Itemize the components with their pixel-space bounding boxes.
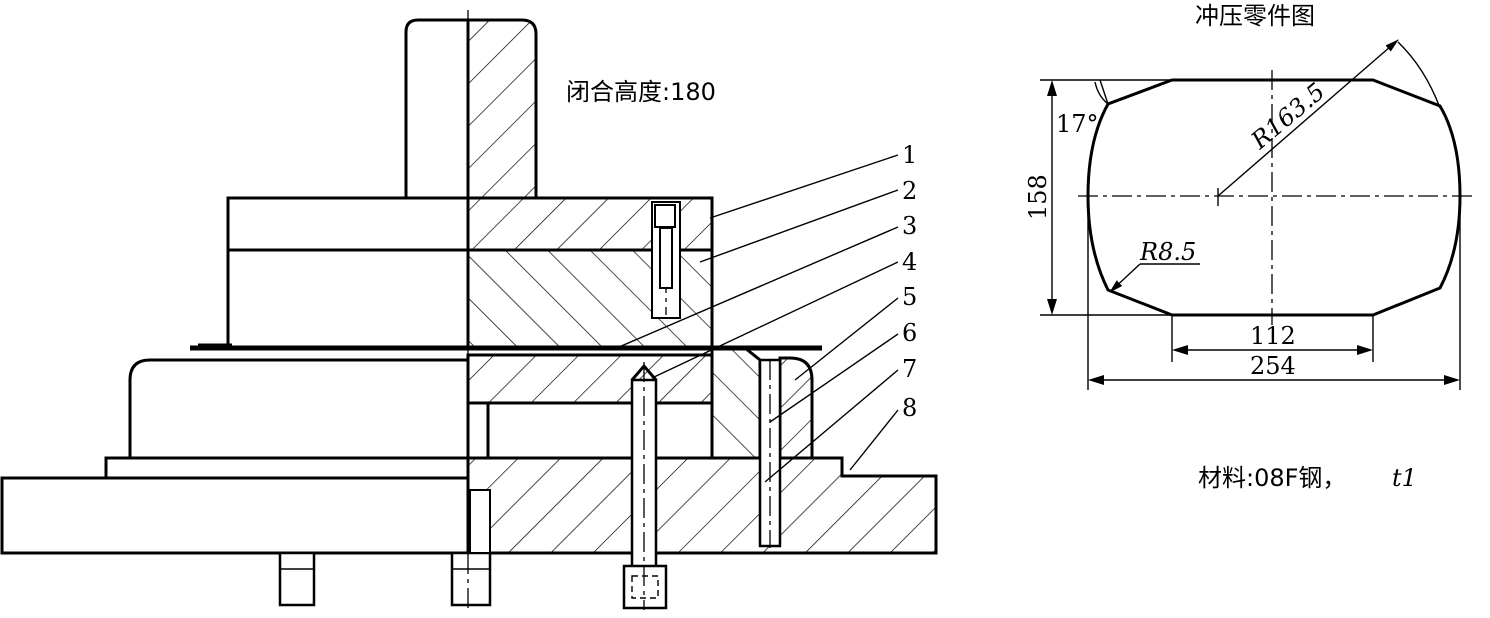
- radius-large-leader: [1217, 39, 1399, 197]
- lower-die-outline: [128, 358, 468, 460]
- radius-small-label: R8.5: [1139, 238, 1196, 266]
- dim-254-arrow-right: [1444, 375, 1460, 385]
- upper-screw-head: [654, 204, 676, 228]
- upper-screw-shank: [659, 227, 673, 289]
- lower-die-base-left: [0, 476, 470, 555]
- center-bolt-nut: [622, 564, 668, 610]
- closed-height-label: 闭合高度:180: [566, 78, 716, 106]
- part-number-3: 3: [902, 212, 917, 240]
- dim-158-arrow-bottom: [1047, 299, 1057, 315]
- upper-die-base: [226, 196, 470, 252]
- lower-step: [104, 456, 470, 480]
- part-number-2: 2: [902, 177, 917, 205]
- part-number-5: 5: [902, 283, 917, 311]
- part-number-6: 6: [902, 319, 917, 347]
- die-assembly: 1 2 3 4 5 6 7 8 闭合高度:180: [0, 10, 938, 610]
- dim-112-arrow-right: [1357, 345, 1373, 355]
- die-shank-section: [466, 18, 538, 200]
- guide-block-section: [778, 356, 814, 460]
- punch-outline: [226, 248, 470, 350]
- angle-leg: [1099, 79, 1109, 105]
- radius-small-leader: [1109, 263, 1141, 293]
- part-drawing-title: 冲压零件图: [1195, 2, 1315, 30]
- die-ring-section: [710, 346, 762, 460]
- dim-112-arrow-left: [1172, 345, 1188, 355]
- material-label: 材料:08F钢，: [1198, 464, 1346, 492]
- angle-label: 17°: [1056, 110, 1099, 138]
- part-leaders: [611, 154, 899, 483]
- guide-pin-bush: [469, 489, 491, 554]
- radius-large-label: R163.5: [1245, 77, 1330, 155]
- lower-die-base-section: [466, 456, 938, 555]
- die-cavity: [466, 401, 714, 460]
- part-number-7: 7: [902, 355, 917, 383]
- dim-158-label: 158: [1024, 174, 1052, 220]
- part-number-8: 8: [902, 394, 917, 422]
- bottom-bolt-mid: [450, 551, 492, 607]
- dim-158-arrow-top: [1047, 80, 1057, 96]
- die-shank-outline: [404, 18, 468, 200]
- dim-254-label: 254: [1250, 352, 1296, 380]
- part-drawing: 冲压零件图 R163.5 158 17° R8.5 112: [1024, 2, 1475, 492]
- thickness-label: t1: [1392, 464, 1417, 492]
- part-number-4: 4: [902, 248, 917, 276]
- dim-112-label: 112: [1250, 322, 1296, 350]
- dim-254-arrow-left: [1088, 375, 1104, 385]
- radius-arc-ext: [1397, 41, 1441, 109]
- angle-arc: [1094, 81, 1109, 105]
- stripper-plate-section: [466, 353, 714, 405]
- part-number-1: 1: [902, 141, 917, 169]
- center-bolt-nut-inner: [631, 575, 659, 599]
- bottom-bolt-left: [278, 551, 316, 607]
